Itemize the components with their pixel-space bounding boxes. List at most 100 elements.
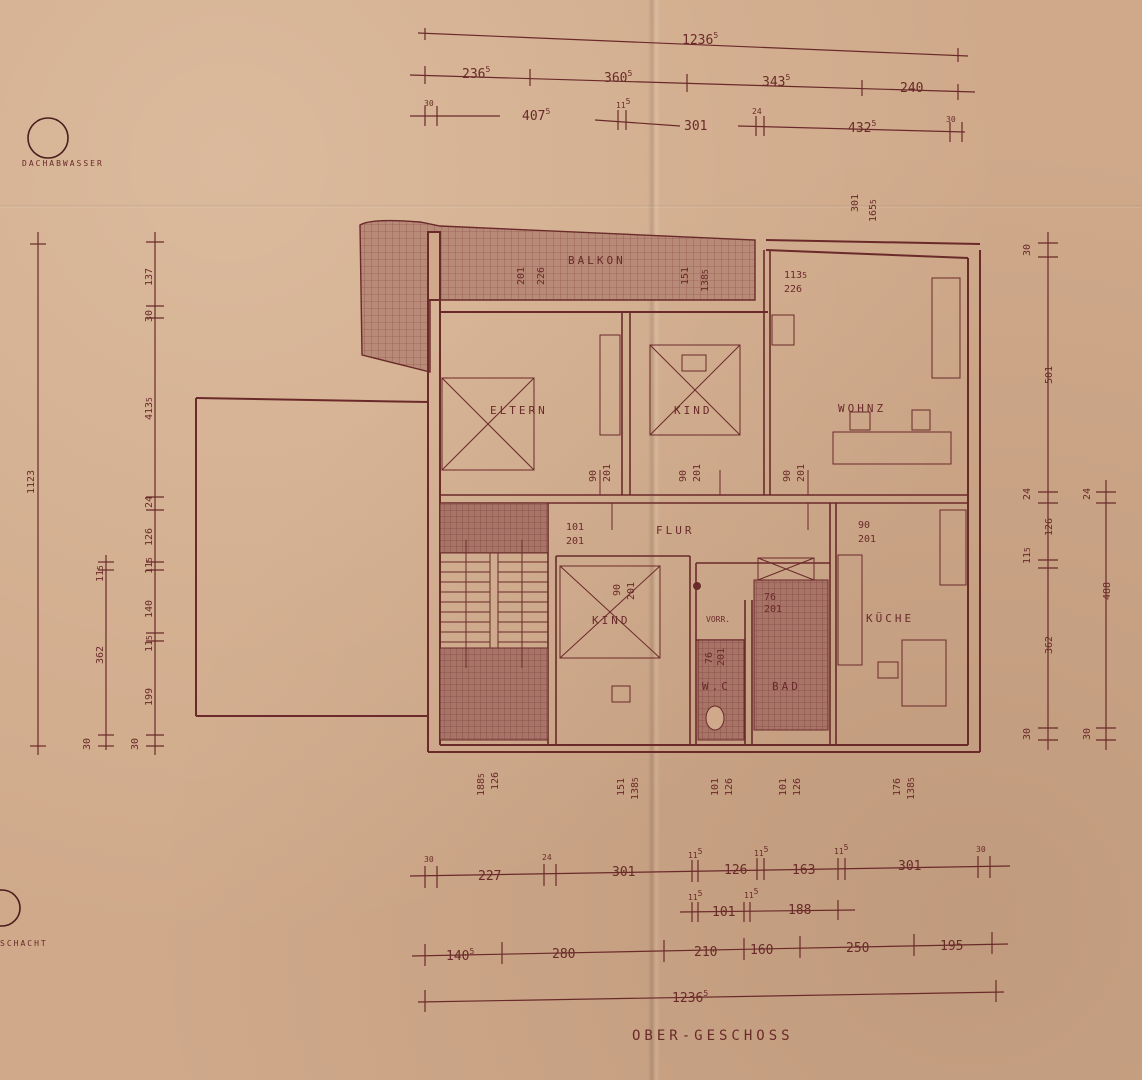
svg-text:201: 201 (626, 582, 637, 600)
svg-text:30: 30 (1022, 244, 1033, 256)
note-dachabwasser: DACHABWASSER (22, 159, 104, 168)
room-eltern: ELTERN (490, 404, 548, 417)
top-dim-9: 24 (752, 107, 762, 116)
svg-text:1135: 1135 (784, 270, 807, 281)
room-kind-1: KIND (674, 404, 713, 417)
svg-text:201: 201 (692, 464, 703, 482)
svg-text:1385: 1385 (700, 269, 711, 292)
svg-text:115: 115 (744, 887, 759, 900)
svg-text:24: 24 (542, 853, 552, 862)
svg-text:24: 24 (144, 496, 155, 508)
svg-text:488: 488 (1102, 582, 1113, 600)
top-dim-7: 115 (616, 97, 631, 110)
room-kind-2: KIND (592, 614, 631, 627)
svg-text:90: 90 (588, 470, 599, 482)
svg-text:115: 115 (95, 565, 106, 582)
svg-text:115: 115 (754, 845, 769, 858)
top-dim-2: 3605 (604, 69, 632, 86)
svg-text:188: 188 (788, 903, 811, 918)
top-dim-4: 240 (900, 81, 923, 96)
top-dim-10: 4325 (848, 119, 876, 136)
svg-text:30: 30 (1022, 728, 1033, 740)
svg-text:30: 30 (424, 855, 434, 864)
room-wohnz: WOHNZ (838, 402, 886, 415)
bathroom-tiles (693, 557, 829, 741)
svg-text:101: 101 (710, 778, 721, 796)
right-dim-labels: 30 501 24 126 115 362 30 24 488 30 (1022, 244, 1113, 740)
svg-text:199: 199 (144, 688, 155, 706)
room-wc: W.C (702, 680, 731, 693)
svg-text:210: 210 (694, 945, 717, 960)
note-schacht: SCHACHT (0, 939, 48, 948)
svg-text:151: 151 (616, 778, 627, 796)
svg-text:126: 126 (724, 778, 735, 796)
svg-text:126: 126 (144, 528, 155, 546)
svg-text:362: 362 (95, 646, 106, 664)
svg-text:1123: 1123 (26, 470, 37, 494)
svg-text:126: 126 (1044, 518, 1055, 536)
svg-text:30: 30 (130, 738, 141, 750)
svg-text:76: 76 (764, 592, 776, 603)
paper-fold (0, 205, 1142, 208)
svg-text:301: 301 (898, 859, 921, 874)
furniture (441, 277, 967, 707)
svg-text:195: 195 (940, 939, 963, 954)
svg-text:1385: 1385 (630, 777, 641, 800)
bottom-dim-labels: 30 227 24 301 115 126 115 163 115 301 30… (424, 843, 986, 1006)
top-dim-3: 3435 (762, 73, 790, 90)
room-kueche: KÜCHE (866, 612, 914, 625)
left-dimension-lines (30, 232, 164, 755)
top-total-dim: 12365 (682, 31, 718, 48)
svg-text:30: 30 (1082, 728, 1093, 740)
svg-text:30: 30 (82, 738, 93, 750)
svg-text:90: 90 (678, 470, 689, 482)
svg-text:101: 101 (778, 778, 789, 796)
top-dim-6: 4075 (522, 107, 550, 124)
svg-text:226: 226 (784, 284, 802, 295)
svg-text:201: 201 (602, 464, 613, 482)
opening-dim-labels: 201 226 151 1385 1135 226 301 1655 90 20… (476, 194, 917, 800)
svg-text:12365: 12365 (672, 989, 708, 1006)
top-dim-8: 301 (684, 119, 707, 134)
svg-text:126: 126 (724, 863, 747, 878)
drawing-title: OBER-GESCHOSS (632, 1028, 794, 1044)
svg-text:76: 76 (704, 652, 715, 664)
svg-text:30: 30 (976, 845, 986, 854)
svg-text:115: 115 (688, 889, 703, 902)
terrace-outline (195, 397, 429, 717)
room-flur: FLUR (656, 524, 695, 537)
top-dimension-lines (409, 28, 976, 142)
svg-text:140: 140 (144, 600, 155, 618)
svg-text:280: 280 (552, 947, 575, 962)
svg-text:1655: 1655 (868, 199, 879, 222)
svg-text:24: 24 (1022, 488, 1033, 500)
svg-text:24: 24 (1082, 488, 1093, 500)
svg-text:176: 176 (892, 778, 903, 796)
svg-text:201: 201 (764, 604, 782, 615)
svg-text:163: 163 (792, 863, 815, 878)
svg-text:1405: 1405 (446, 947, 474, 964)
svg-text:30: 30 (144, 310, 155, 322)
svg-text:126: 126 (490, 772, 501, 790)
svg-text:115: 115 (144, 557, 155, 574)
outer-walls (427, 231, 981, 753)
svg-text:90: 90 (612, 584, 623, 596)
svg-text:1885: 1885 (476, 773, 487, 796)
room-balkon: BALKON (568, 254, 626, 267)
svg-text:201: 201 (516, 267, 527, 285)
top-dim-5: 30 (424, 99, 434, 108)
room-bad: BAD (772, 680, 801, 693)
svg-text:1385: 1385 (906, 777, 917, 800)
left-dim-labels: 1123 137 30 4135 24 126 115 140 115 199 … (26, 268, 155, 750)
svg-text:201: 201 (566, 536, 584, 547)
svg-text:201: 201 (858, 534, 876, 545)
svg-text:101: 101 (566, 522, 584, 533)
svg-text:160: 160 (750, 943, 773, 958)
svg-text:115: 115 (144, 635, 155, 652)
svg-text:501: 501 (1044, 366, 1055, 384)
svg-text:137: 137 (144, 268, 155, 286)
staircase (439, 502, 549, 741)
svg-text:201: 201 (796, 464, 807, 482)
